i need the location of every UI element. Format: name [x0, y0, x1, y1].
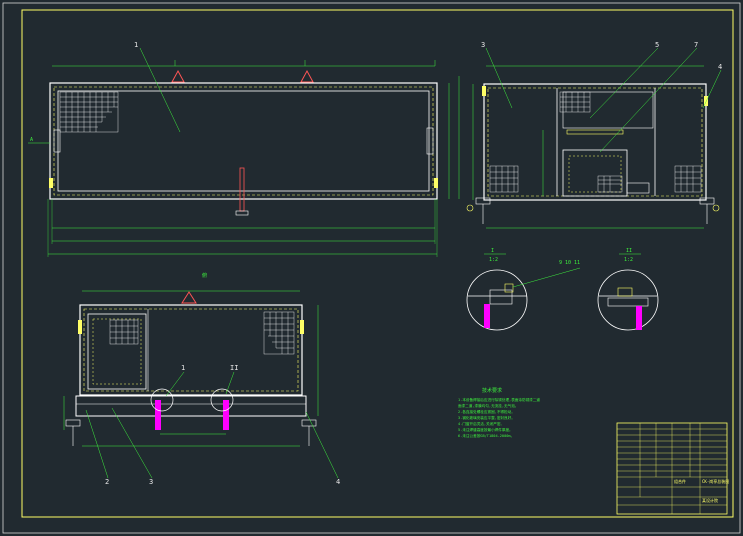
side-view-label-7: 7	[694, 41, 698, 49]
note-line: 2.各连接处螺栓应紧固,不得松动。	[458, 409, 515, 414]
svg-text:1:2: 1:2	[489, 257, 498, 263]
plan-view-title: 俯	[202, 272, 207, 279]
svg-text:1:2: 1:2	[624, 257, 633, 263]
title-block-material: 组合件	[674, 478, 686, 484]
side-view-label-4: 4	[718, 63, 722, 71]
note-line: 1.本设备焊接后应进行除锈处理,表面涂防锈漆二道	[458, 397, 540, 402]
detail-callout: 9 10 11	[559, 260, 580, 266]
svg-text:I: I	[491, 248, 494, 254]
plan-callout-3: 3	[149, 478, 153, 486]
title-block: 组合件 CK-岗亭总装图 某设计院	[616, 422, 729, 515]
side-view-label-3: 3	[481, 41, 485, 49]
plan-callout-2: 2	[105, 478, 109, 486]
title-block-drawing-title: CK-岗亭总装图	[702, 478, 729, 484]
side-view: 3 5 7 4	[466, 41, 722, 229]
note-line: 4.门窗开启灵活,关闭严密。	[458, 421, 504, 426]
plan-callout-1: 1	[181, 364, 185, 372]
note-line: 6.未注公差按GB/T1804-2000m。	[458, 433, 514, 438]
notes-heading: 技术要求	[482, 387, 502, 394]
side-view-label-5: 5	[655, 41, 659, 49]
plan-callout-II: II	[230, 364, 238, 372]
plan-view: 俯	[63, 272, 340, 486]
front-view-label: 1	[134, 41, 138, 49]
detail-I: I 1:2 9 10 11	[466, 248, 580, 331]
front-view: 1 A	[28, 41, 460, 257]
svg-text:A: A	[30, 137, 33, 143]
note-line: 3.钢化玻璃安装应平整,密封良好。	[458, 415, 515, 420]
drawing-frame	[21, 9, 734, 518]
svg-text:II: II	[626, 248, 632, 254]
technical-notes: 技术要求 1.本设备焊接后应进行除锈处理,表面涂防锈漆二道 面漆二道,漆膜均匀,…	[458, 387, 540, 438]
detail-II: II 1:2	[597, 248, 659, 331]
note-line: 面漆二道,漆膜均匀,无流挂,无气泡。	[458, 403, 518, 408]
note-line: 5.未注焊缝高度按最小焊件厚度。	[458, 427, 513, 432]
title-block-company: 某设计院	[702, 497, 718, 503]
plan-callout-4: 4	[336, 478, 340, 486]
